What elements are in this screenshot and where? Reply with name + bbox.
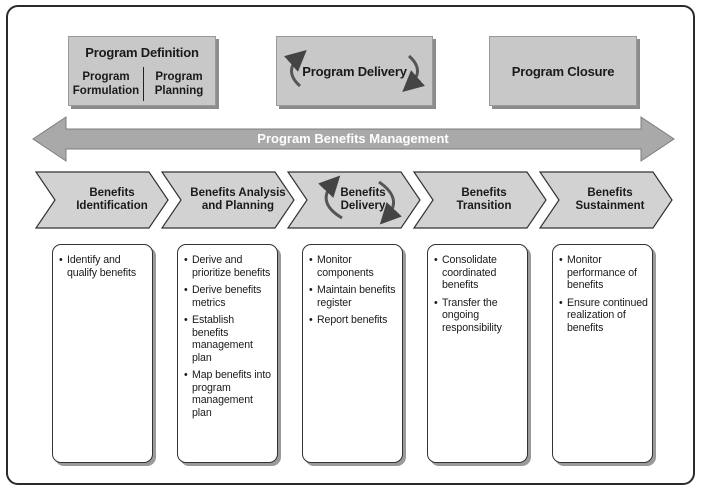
list-item: Consolidate coordinated benefits — [434, 254, 523, 292]
stage-card-transition: Consolidate coordinated benefits Transfe… — [427, 244, 528, 463]
chevron-benefits-transition — [412, 171, 547, 229]
benefits-management-label: Program Benefits Management — [257, 131, 449, 146]
list-item: Derive and prioritize benefits — [184, 254, 273, 279]
list-item: Monitor performance of benefits — [559, 254, 648, 292]
stage-label-analysis-planning: Benefits Analysis and Planning — [190, 187, 286, 212]
stage-card-delivery: Monitor components Maintain benefits reg… — [302, 244, 403, 463]
stage-label-delivery: Benefits Delivery — [340, 187, 386, 212]
benefits-delivery-cycle-icon — [318, 175, 402, 225]
list-item: Report benefits — [309, 314, 398, 327]
stage-card-identification: Identify and qualify benefits — [52, 244, 153, 463]
program-definition-title: Program Definition — [85, 45, 199, 60]
delivery-cycle-icon — [284, 50, 425, 92]
chevron-benefits-identification — [34, 171, 169, 229]
program-closure-title: Program Closure — [511, 64, 615, 79]
chevron-benefits-sustainment — [538, 171, 673, 229]
program-definition-box: Program Definition Program Formulation P… — [68, 36, 216, 106]
program-closure-box: Program Closure — [489, 36, 637, 106]
stage-card-sustainment: Monitor performance of benefits Ensure c… — [552, 244, 653, 463]
list-item: Transfer the ongoing responsibility — [434, 297, 523, 335]
program-formulation-label: Program Formulation — [72, 71, 140, 97]
list-item: Identify and qualify benefits — [59, 254, 148, 279]
list-item: Maintain benefits register — [309, 284, 398, 309]
stage-label-sustainment: Benefits Sustainment — [575, 187, 645, 212]
stage-label-transition: Benefits Transition — [456, 187, 512, 212]
chevron-benefits-analysis-planning — [160, 171, 295, 229]
list-item: Establish benefits management plan — [184, 314, 273, 364]
list-item: Map benefits into program management pla… — [184, 369, 273, 419]
list-item: Ensure continued realization of benefits — [559, 297, 648, 335]
stage-label-identification: Benefits Identification — [76, 187, 148, 212]
list-item: Monitor components — [309, 254, 398, 279]
program-delivery-title: Program Delivery — [302, 64, 407, 79]
stage-card-analysis-planning: Derive and prioritize benefits Derive be… — [177, 244, 278, 463]
program-planning-label: Program Planning — [154, 71, 204, 97]
definition-divider — [143, 67, 144, 101]
benefits-management-band — [32, 116, 675, 162]
list-item: Derive benefits metrics — [184, 284, 273, 309]
